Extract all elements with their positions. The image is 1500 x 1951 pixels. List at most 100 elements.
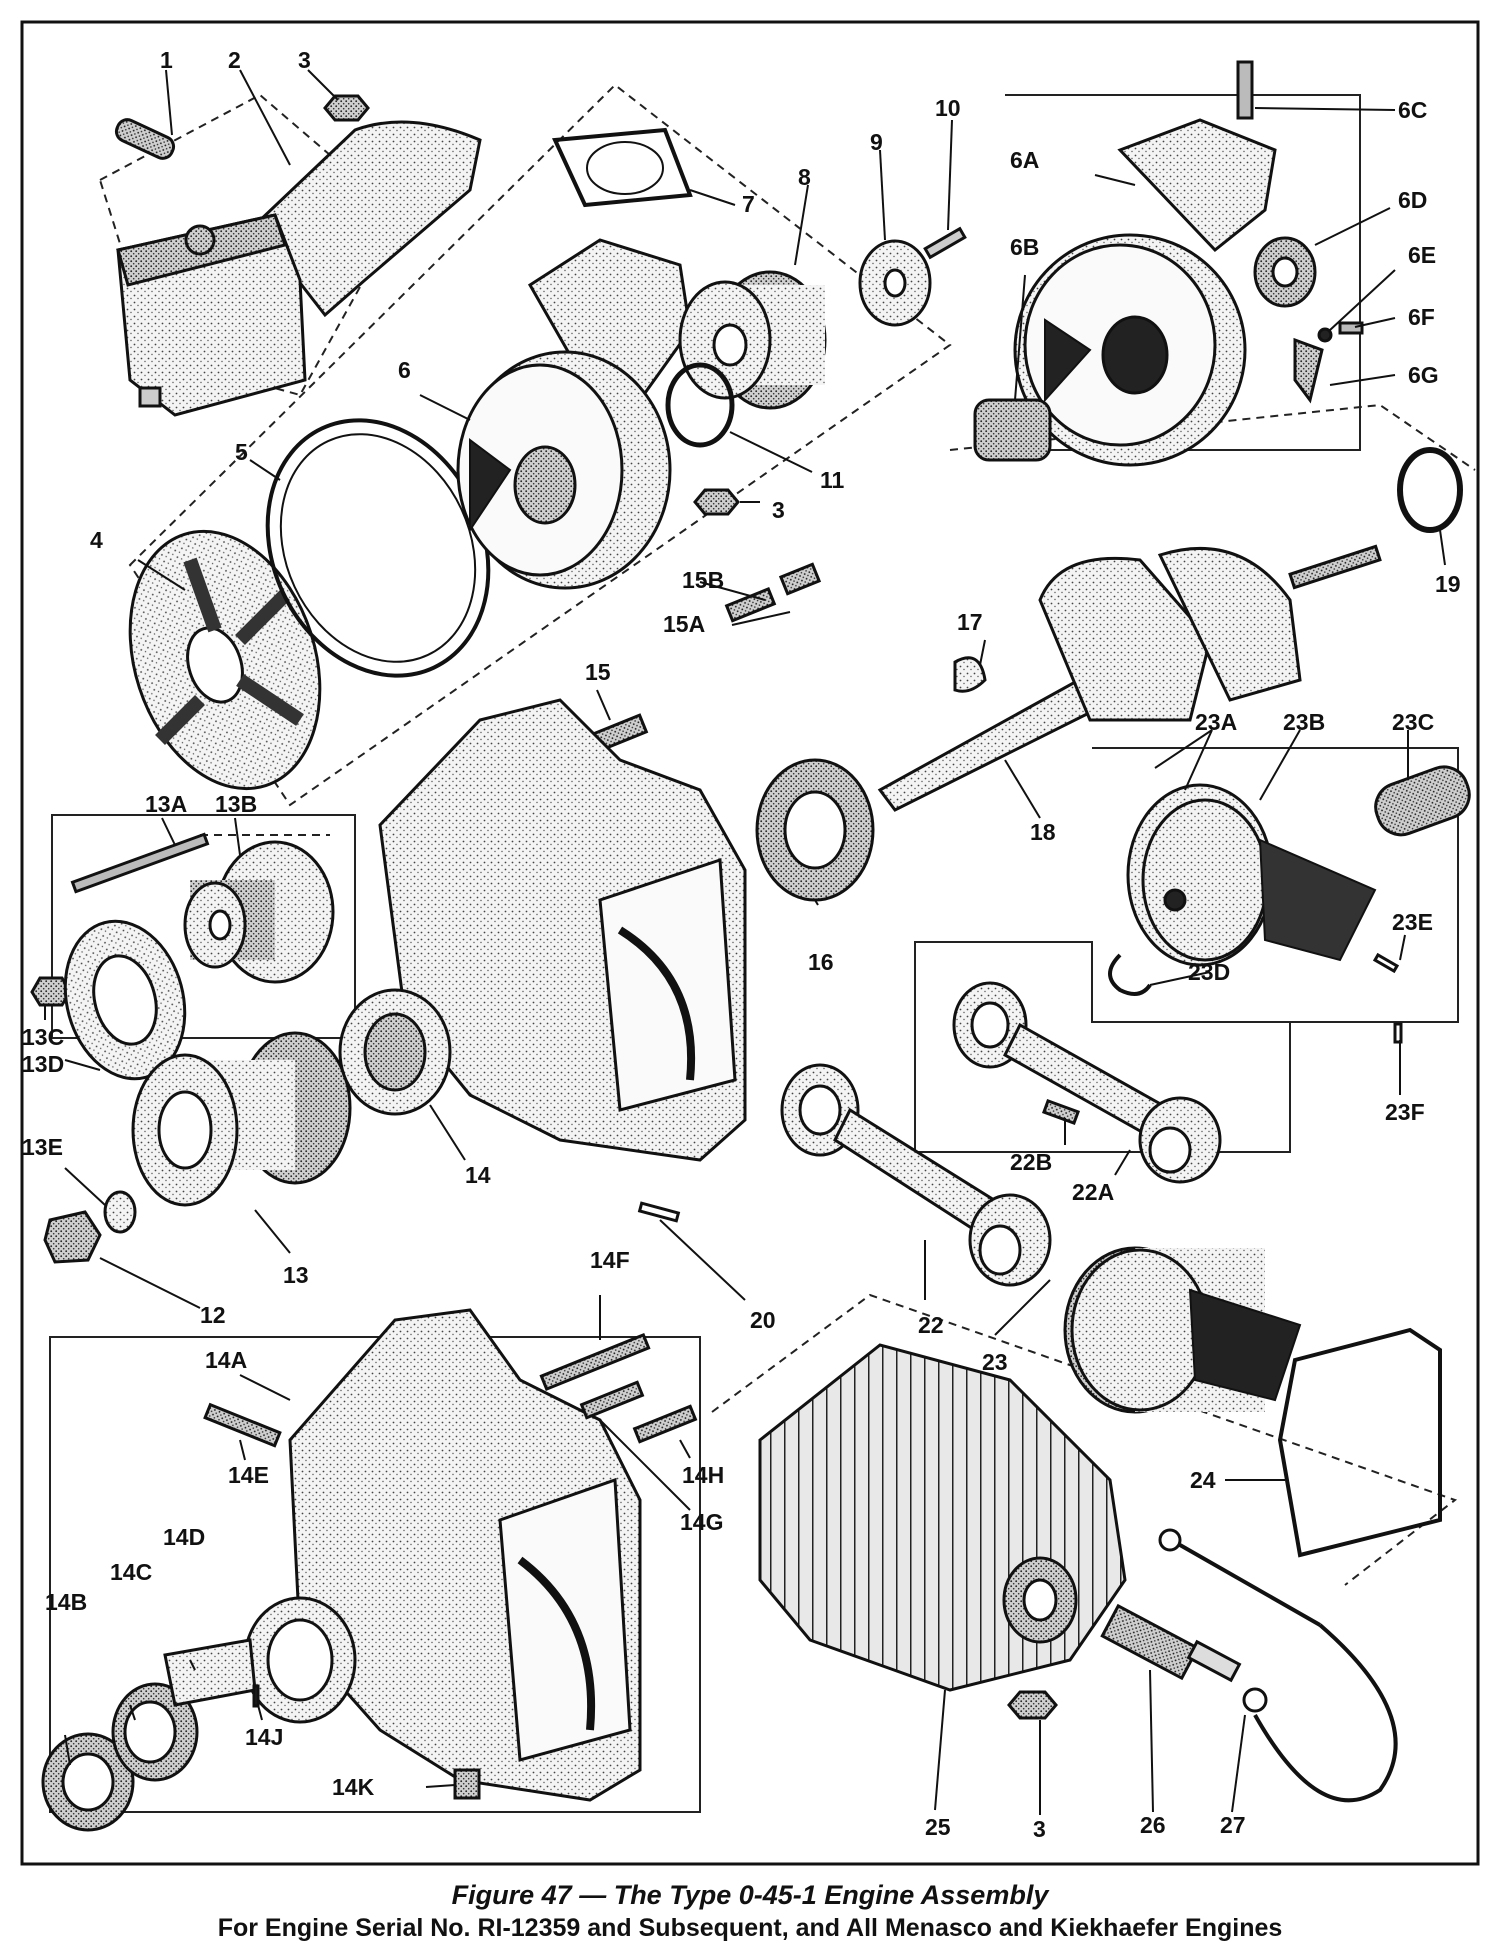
callout-6F: 6F [1408, 304, 1435, 330]
part-6C-stud [1236, 60, 1254, 120]
part-14H-stud [632, 1404, 698, 1444]
part-14F-stud [539, 1332, 651, 1392]
callout-24: 24 [1190, 1467, 1216, 1493]
callout-14: 14 [465, 1162, 491, 1188]
part-14E-stud [203, 1402, 282, 1448]
callout-14H: 14H [682, 1462, 724, 1488]
callout-23B: 23B [1283, 709, 1325, 735]
callout-22B: 22B [1010, 1149, 1052, 1175]
part-18-crankshaft [877, 544, 1382, 812]
callout-13A: 13A [145, 791, 187, 817]
callout-27: 27 [1220, 1812, 1246, 1838]
callout-7: 7 [742, 191, 755, 217]
part-2-carburetor [116, 120, 482, 417]
callout-23C: 23C [1392, 709, 1434, 735]
callout-8: 8 [798, 164, 811, 190]
callout-26: 26 [1140, 1812, 1166, 1838]
part-23F-pin [1393, 1022, 1403, 1044]
callout-12: 12 [200, 1302, 226, 1328]
callout-14E: 14E [228, 1462, 269, 1488]
callout-23D: 23D [1188, 959, 1230, 985]
part-8-magneto [678, 270, 827, 410]
part-14-crankcase [338, 698, 747, 1162]
part-14G-stud [579, 1380, 645, 1420]
part-6B-bushing [973, 398, 1052, 462]
part-6A-housing [1013, 118, 1277, 467]
callout-23E: 23E [1392, 909, 1433, 935]
callout-6B: 6B [1010, 234, 1039, 260]
part-13A-bolt [70, 832, 210, 894]
callout-13D: 13D [22, 1051, 64, 1077]
part-20-pin [637, 1201, 681, 1223]
callout-19: 19 [1435, 571, 1461, 597]
figure-caption-title: Figure 47 — The Type 0-45-1 Engine Assem… [451, 1880, 1049, 1910]
callout-14K: 14K [332, 1774, 375, 1800]
part-12-nut [43, 1210, 102, 1264]
callout-23A: 23A [1195, 709, 1237, 735]
callout-3-bottom: 3 [1033, 1816, 1046, 1842]
callout-3-mid: 3 [772, 497, 785, 523]
callout-labels: 1 2 3 10 6C 9 6A 8 7 6D 6B 6E 6F 6G 6 5 … [22, 47, 1461, 1842]
part-14J-pin [252, 1684, 260, 1708]
leader-lines [44, 69, 1446, 1815]
callout-14A: 14A [205, 1347, 247, 1373]
callout-14G: 14G [680, 1509, 723, 1535]
callout-14D: 14D [163, 1524, 205, 1550]
part-7-gasket [551, 127, 693, 208]
callout-6E: 6E [1408, 242, 1436, 268]
callout-22: 22 [918, 1312, 944, 1338]
part-1-elbow-fitting [114, 118, 176, 160]
callout-14C: 14C [110, 1559, 152, 1585]
part-23D-clip [1108, 953, 1152, 996]
part-13E-washer [103, 1190, 137, 1234]
part-14A-crankcase-half [243, 1308, 642, 1802]
part-11-ring [665, 362, 735, 448]
callout-9: 9 [870, 129, 883, 155]
part-10-screw [923, 226, 967, 260]
callout-3-top: 3 [298, 47, 311, 73]
callout-10: 10 [935, 95, 961, 121]
callout-6A: 6A [1010, 147, 1039, 173]
part-13B-coupling [183, 840, 335, 984]
callout-22A: 22A [1072, 1179, 1114, 1205]
callout-1: 1 [160, 47, 173, 73]
callout-14B: 14B [45, 1589, 87, 1615]
part-17-key [953, 656, 987, 693]
callout-13C: 13C [22, 1024, 64, 1050]
callout-13E: 13E [22, 1134, 63, 1160]
callout-4: 4 [90, 527, 103, 553]
callout-15A: 15A [663, 611, 705, 637]
part-23-piston [1063, 1246, 1302, 1414]
callout-25: 25 [925, 1814, 951, 1840]
callout-6G: 6G [1408, 362, 1439, 388]
callout-6C: 6C [1398, 97, 1427, 123]
callout-16: 16 [808, 949, 834, 975]
callout-23F: 23F [1385, 1099, 1425, 1125]
part-6F-screw [1338, 321, 1364, 335]
callout-15B: 15B [682, 567, 724, 593]
part-15B-fitting [778, 562, 822, 596]
part-4-impeller [128, 529, 322, 791]
part-22B-bolt [1041, 1098, 1081, 1126]
callout-18: 18 [1030, 819, 1056, 845]
part-22A-connecting-rod [952, 981, 1222, 1184]
callout-13: 13 [283, 1262, 309, 1288]
part-24-cylinder-gasket [1277, 1327, 1442, 1558]
callout-6D: 6D [1398, 187, 1427, 213]
callout-14J: 14J [245, 1724, 283, 1750]
callout-6: 6 [398, 357, 411, 383]
part-23E-pin [1372, 952, 1400, 974]
callout-20: 20 [750, 1307, 776, 1333]
part-3-nut-mid [693, 488, 740, 516]
callout-13B: 13B [215, 791, 257, 817]
part-3-nut-bottom [1007, 1690, 1058, 1720]
part-19-washer [1397, 447, 1463, 533]
part-3-nut-top [323, 94, 370, 122]
part-23B-piston [1126, 783, 1377, 967]
callout-5: 5 [235, 439, 248, 465]
callout-23: 23 [982, 1349, 1008, 1375]
part-27-ignition-lead [1158, 1528, 1398, 1803]
callout-14F: 14F [590, 1247, 630, 1273]
callout-11: 11 [820, 467, 845, 493]
